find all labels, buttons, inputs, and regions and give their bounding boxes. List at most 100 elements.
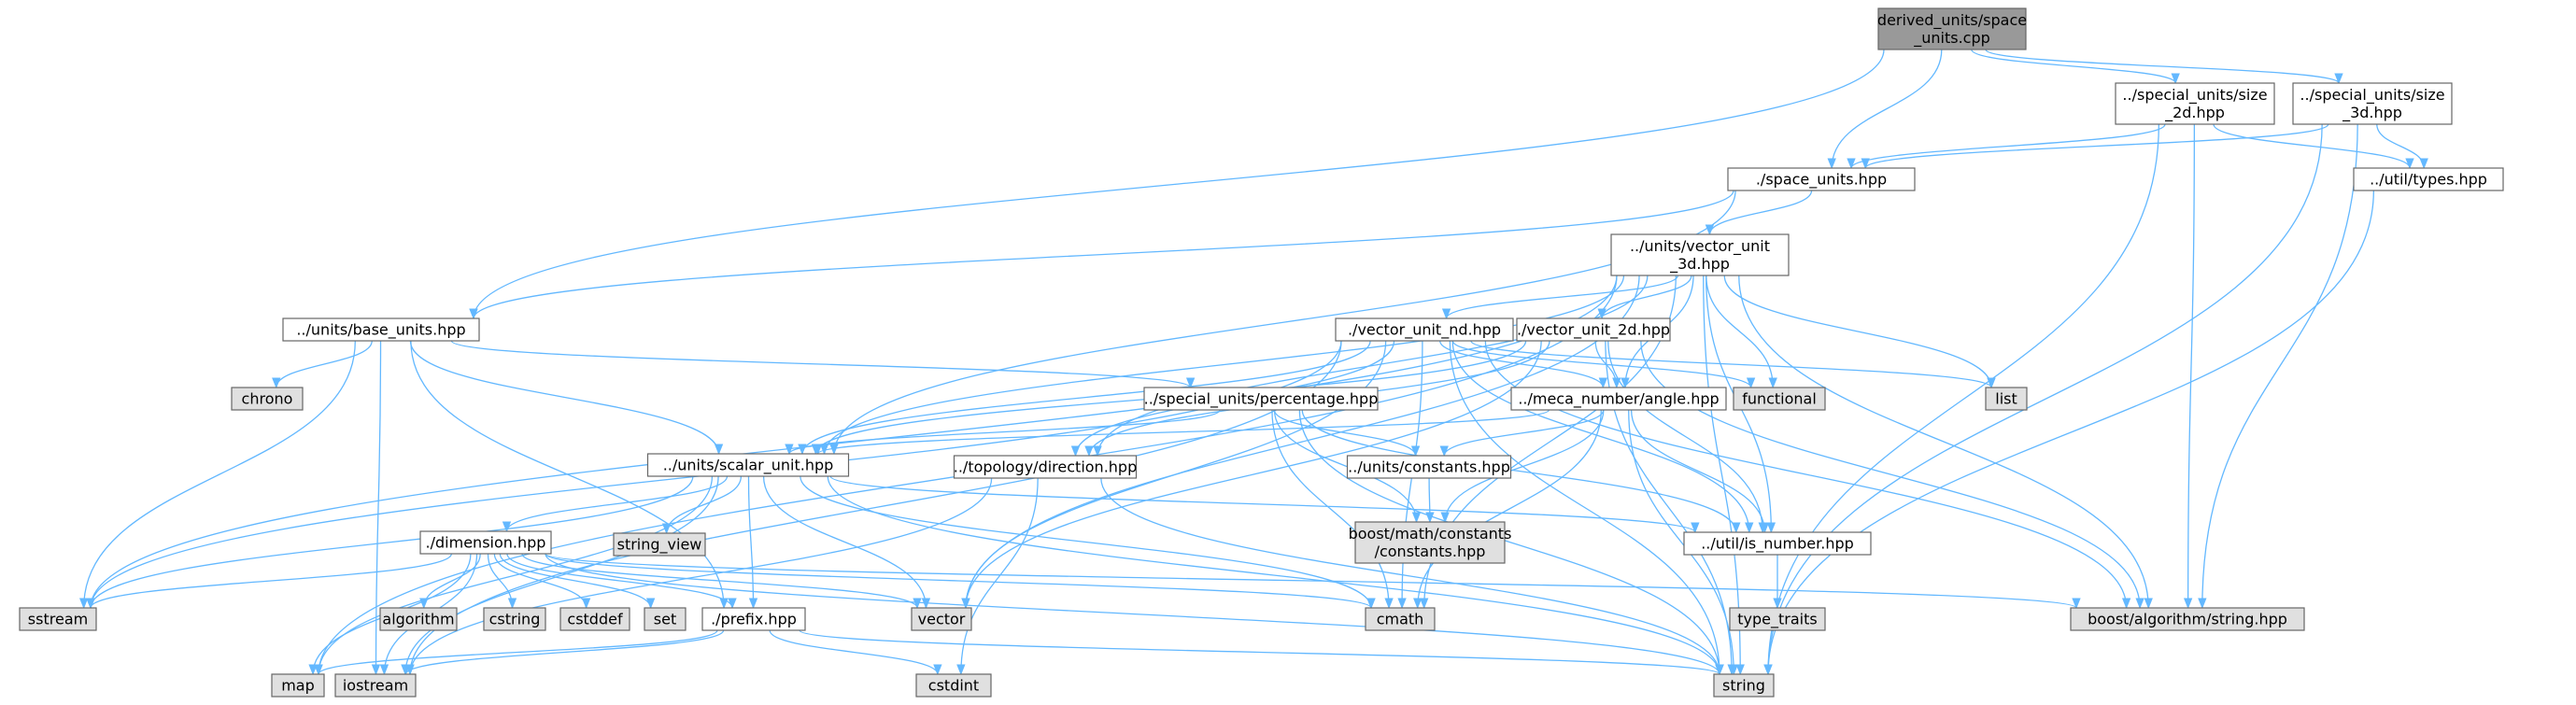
edge-s2d-to-space xyxy=(1847,123,2166,170)
node-set[interactable]: set xyxy=(644,607,686,631)
node-typetraits[interactable]: type_traits xyxy=(1729,607,1826,631)
node-types-box xyxy=(2353,167,2504,191)
node-const[interactable]: ../units/constants.hpp xyxy=(1346,455,1512,479)
edge-root-to-s3d xyxy=(1985,49,2343,85)
node-iostream[interactable]: iostream xyxy=(334,673,417,698)
node-v2d-box xyxy=(1516,317,1671,342)
node-typetraits-box xyxy=(1729,607,1826,631)
node-root[interactable]: derived_units/space_units.cpp xyxy=(1877,7,2027,50)
node-vnd[interactable]: ./vector_unit_nd.hpp xyxy=(1335,317,1514,342)
node-algorithm[interactable]: algorithm xyxy=(379,607,458,631)
node-cstdint[interactable]: cstdint xyxy=(915,673,992,698)
edge-base-to-prefix xyxy=(410,340,729,610)
edge-prefix-to-map xyxy=(314,629,718,676)
node-boostalg-label-0: boost/algorithm/string.hpp xyxy=(2088,611,2287,628)
node-s2d-label-0: ../special_units/size xyxy=(2122,86,2267,105)
node-chrono-label-0: chrono xyxy=(242,390,293,408)
node-dim[interactable]: ./dimension.hpp xyxy=(419,530,552,555)
edge-v3d-to-string xyxy=(1703,275,1745,676)
edge-dim-to-cstring xyxy=(487,553,517,610)
node-sstream[interactable]: sstream xyxy=(19,607,97,631)
node-map-label-0: map xyxy=(281,677,315,695)
node-vector[interactable]: vector xyxy=(911,607,972,631)
edge-prefix-to-cstdint xyxy=(769,629,942,676)
edge-scalar-to-iostream xyxy=(401,475,719,676)
node-dir[interactable]: ../topology/direction.hpp xyxy=(953,455,1138,479)
node-dir-box xyxy=(953,455,1138,479)
edge-dim-to-algorithm xyxy=(419,553,481,610)
edge-vnd-to-scalar xyxy=(798,340,1371,456)
node-string[interactable]: string xyxy=(1713,673,1775,698)
node-sview-box xyxy=(613,532,706,557)
edge-prefix-to-string xyxy=(799,629,1724,676)
edge-space-to-v3d xyxy=(1705,190,1813,236)
edge-root-to-base xyxy=(469,49,1885,320)
node-cstring[interactable]: cstring xyxy=(483,607,546,631)
node-cstring-label-0: cstring xyxy=(489,611,541,628)
node-s3d-box xyxy=(2292,82,2453,125)
node-scalar-box xyxy=(646,453,850,477)
node-cstdint-label-0: cstdint xyxy=(928,677,979,695)
edge-angle-to-string xyxy=(1628,409,1738,676)
node-cstdint-box xyxy=(915,673,992,698)
node-s3d-label-1: _3d.hpp xyxy=(2342,104,2402,122)
node-typetraits-label-0: type_traits xyxy=(1737,611,1817,629)
node-string-box xyxy=(1713,673,1775,698)
node-functional[interactable]: functional xyxy=(1733,387,1826,411)
edge-pct-to-scalar xyxy=(785,409,1221,456)
node-space[interactable]: ./space_units.hpp xyxy=(1727,167,1916,191)
node-s2d-label-1: _2d.hpp xyxy=(2164,104,2225,122)
node-v2d[interactable]: ./vector_unit_2d.hpp xyxy=(1516,317,1671,342)
node-angle[interactable]: ../meca_number/angle.hpp xyxy=(1510,387,1727,411)
node-v3d[interactable]: ../units/vector_unit_3d.hpp xyxy=(1610,233,1790,276)
node-s3d[interactable]: ../special_units/size_3d.hpp xyxy=(2292,82,2453,125)
edge-vnd-to-angle xyxy=(1438,340,1607,389)
edge-vnd-to-boostalg xyxy=(1484,340,2131,610)
edge-v3d-to-dir xyxy=(1093,275,1649,458)
edge-vnd-to-string xyxy=(1449,340,1724,676)
node-sview[interactable]: string_view xyxy=(613,532,706,557)
edge-v3d-to-scalar xyxy=(819,275,1625,456)
node-list[interactable]: list xyxy=(1985,387,2028,411)
edge-v3d-to-vnd xyxy=(1442,275,1679,320)
node-types[interactable]: ../util/types.hpp xyxy=(2353,167,2504,191)
edge-angle-to-isnum xyxy=(1630,409,1770,534)
edge-scalar-to-dim xyxy=(502,475,729,533)
node-algorithm-label-0: algorithm xyxy=(382,611,454,628)
edge-scalar-to-sstream xyxy=(86,475,694,610)
node-set-label-0: set xyxy=(654,611,676,628)
node-isnum[interactable]: ../util/is_number.hpp xyxy=(1683,531,1872,556)
edge-dir-to-string xyxy=(1100,477,1724,676)
node-vector-label-0: vector xyxy=(918,611,966,628)
node-boostc-box xyxy=(1354,521,1506,564)
node-cstddef[interactable]: cstddef xyxy=(559,607,630,631)
node-chrono[interactable]: chrono xyxy=(231,387,304,411)
edge-v3d-to-boostalg xyxy=(1738,275,2153,610)
node-angle-box xyxy=(1510,387,1727,411)
node-v3d-label-0: ../units/vector_unit xyxy=(1630,237,1770,256)
node-prefix[interactable]: ./prefix.hpp xyxy=(701,607,806,631)
node-boostc-label-0: boost/math/constants xyxy=(1349,525,1512,543)
edge-pct-to-string xyxy=(1298,409,1724,676)
node-s2d[interactable]: ../special_units/size_2d.hpp xyxy=(2115,82,2275,125)
edge-base-to-iostream xyxy=(371,340,382,676)
node-root-box xyxy=(1877,7,2027,50)
node-boostalg[interactable]: boost/algorithm/string.hpp xyxy=(2070,607,2305,631)
node-scalar[interactable]: ../units/scalar_unit.hpp xyxy=(646,453,850,477)
node-base[interactable]: ../units/base_units.hpp xyxy=(282,317,480,342)
node-list-box xyxy=(1985,387,2028,411)
edge-dim-to-vector xyxy=(521,553,922,610)
edge-s3d-to-space xyxy=(1861,123,2329,170)
node-pct[interactable]: ../special_units/percentage.hpp xyxy=(1143,387,1379,411)
node-cmath[interactable]: cmath xyxy=(1365,607,1436,631)
node-chrono-box xyxy=(231,387,304,411)
edge-prefix-to-iostream xyxy=(401,629,725,676)
edge-root-to-s2d xyxy=(1971,49,2180,85)
edge-s2d-to-types xyxy=(2213,123,2414,170)
node-map[interactable]: map xyxy=(271,673,325,698)
edge-pct-to-isnum xyxy=(1301,409,1741,534)
edge-scalar-to-string xyxy=(827,475,1724,676)
edge-angle-to-cmath xyxy=(1413,409,1602,610)
node-cmath-label-0: cmath xyxy=(1377,611,1424,628)
node-boostc[interactable]: boost/math/constants/constants.hpp xyxy=(1349,521,1512,564)
